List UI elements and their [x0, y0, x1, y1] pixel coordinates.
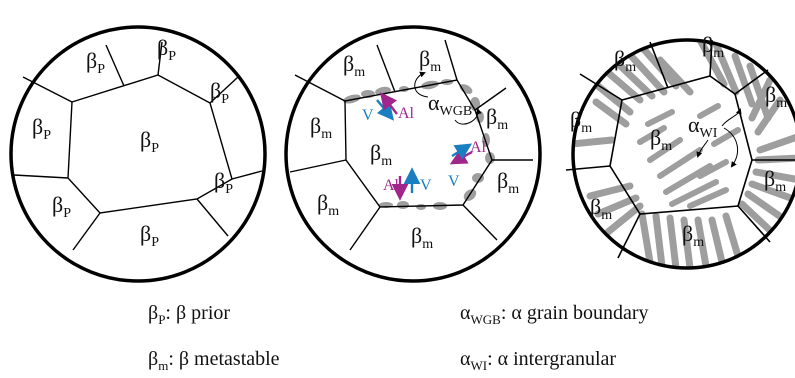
- grain-label: βP: [157, 35, 176, 64]
- grain-label: βm: [590, 194, 612, 223]
- legend-alpha-intergranular: αWI: α intergranular: [460, 348, 617, 373]
- panel-prior-beta: βP βP βP βP βP βP βP βP: [9, 25, 267, 283]
- grain-label: βm: [419, 46, 441, 75]
- panel-intergranular-alpha: βm βm βm βm βm βm βm βm αWI: [565, 32, 795, 270]
- grain-label: βP: [32, 114, 51, 143]
- alpha-gb-label: αWGB: [414, 71, 482, 125]
- pointer-arrow: [696, 139, 709, 158]
- grain-label: βm: [317, 190, 339, 219]
- panel-metastable-beta: βm βm βm βm βm βm βm βm αWGB V Al Al V: [284, 25, 542, 283]
- grain-labels: βP βP βP βP βP βP βP βP: [32, 35, 233, 250]
- grain-label: βP: [140, 221, 159, 250]
- pointer-arrow: [454, 108, 482, 125]
- alpha-grain-boundary-precipitates: [343, 79, 495, 210]
- panel-outline: [571, 38, 795, 270]
- grain-label: βm: [370, 140, 392, 169]
- vanadium-label: V: [420, 177, 432, 194]
- panel-outline: [284, 25, 542, 283]
- grain-label: βm: [411, 223, 433, 252]
- grain-label: βP: [140, 127, 159, 156]
- grain-label: βm: [682, 221, 704, 250]
- diffusion-labels: V Al Al V Al V: [362, 105, 487, 194]
- vanadium-label: V: [448, 173, 460, 190]
- legend-beta-metastable: βm: β metastable: [148, 348, 280, 373]
- svg-text:αWI: αWI: [688, 112, 718, 141]
- grain-label: βm: [497, 168, 519, 197]
- grain-label: βm: [570, 107, 592, 136]
- grain-label: βP: [86, 48, 105, 77]
- legend-beta-prior: βP: β prior: [148, 302, 231, 327]
- grain-label: βP: [214, 168, 233, 197]
- grain-label: βm: [650, 125, 672, 154]
- aluminium-label: Al: [383, 177, 400, 194]
- diffusion-arrows: [376, 92, 473, 201]
- grain-label: βm: [764, 166, 786, 195]
- grain-label: βm: [614, 46, 636, 75]
- grain-label: βm: [702, 32, 724, 61]
- alpha-wi-label: αWI: [688, 108, 742, 168]
- grain-boundaries: [289, 39, 533, 251]
- aluminium-label: Al: [398, 105, 415, 122]
- grain-label: βm: [343, 51, 365, 80]
- aluminium-label: Al: [470, 139, 487, 156]
- vanadium-label: V: [362, 107, 374, 124]
- grain-label: βP: [52, 192, 71, 221]
- grain-labels: βm βm βm βm βm βm βm βm: [570, 32, 787, 250]
- svg-text:αWGB: αWGB: [428, 90, 472, 119]
- pointer-arrow: [414, 71, 429, 98]
- grain-label: βm: [310, 113, 332, 142]
- legend-alpha-grain-boundary: αWGB: α grain boundary: [460, 302, 649, 327]
- pointer-arrow: [723, 127, 739, 168]
- panel-outline: [9, 25, 267, 283]
- grain-label: βm: [486, 104, 508, 133]
- grain-boundaries: [13, 41, 263, 251]
- pointer-arrow: [721, 108, 742, 127]
- grain-labels: βm βm βm βm βm βm βm βm: [310, 46, 519, 252]
- grain-label: βm: [765, 82, 787, 111]
- grain-label: βP: [210, 78, 229, 107]
